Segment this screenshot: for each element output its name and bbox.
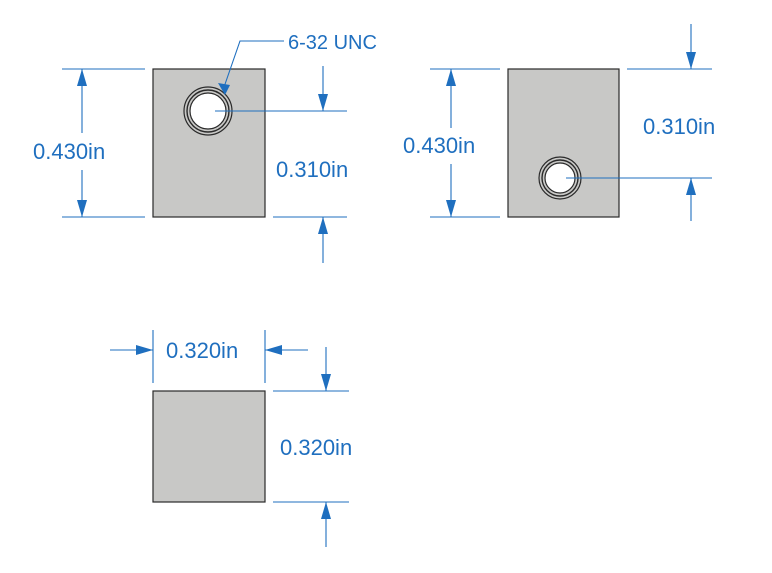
top-width-label: 0.320in [166,338,238,363]
thread-callout: 6-32 UNC [218,32,377,95]
side-hole-offset-label: 0.310in [643,114,715,139]
side-height-label: 0.430in [403,133,475,158]
top-height-label: 0.320in [280,435,352,460]
front-hole-offset-dimension: 0.310in [215,66,348,263]
top-view-block [152,390,266,503]
front-view: 0.430in 0.310in 6-32 UNC [33,32,377,263]
front-view-hole [183,86,233,136]
front-hole-offset-label: 0.310in [276,157,348,182]
thread-callout-label: 6-32 UNC [288,32,377,54]
top-view: 0.320in 0.320in [110,330,352,547]
side-view: 0.430in 0.310in [403,24,715,221]
side-height-dimension: 0.430in [403,68,500,218]
front-height-dimension: 0.430in [33,68,145,218]
front-height-label: 0.430in [33,139,105,164]
top-height-dimension: 0.320in [273,347,352,547]
top-width-dimension: 0.320in [110,330,308,383]
side-view-hole [538,156,582,200]
side-hole-offset-dimension: 0.310in [566,24,715,221]
